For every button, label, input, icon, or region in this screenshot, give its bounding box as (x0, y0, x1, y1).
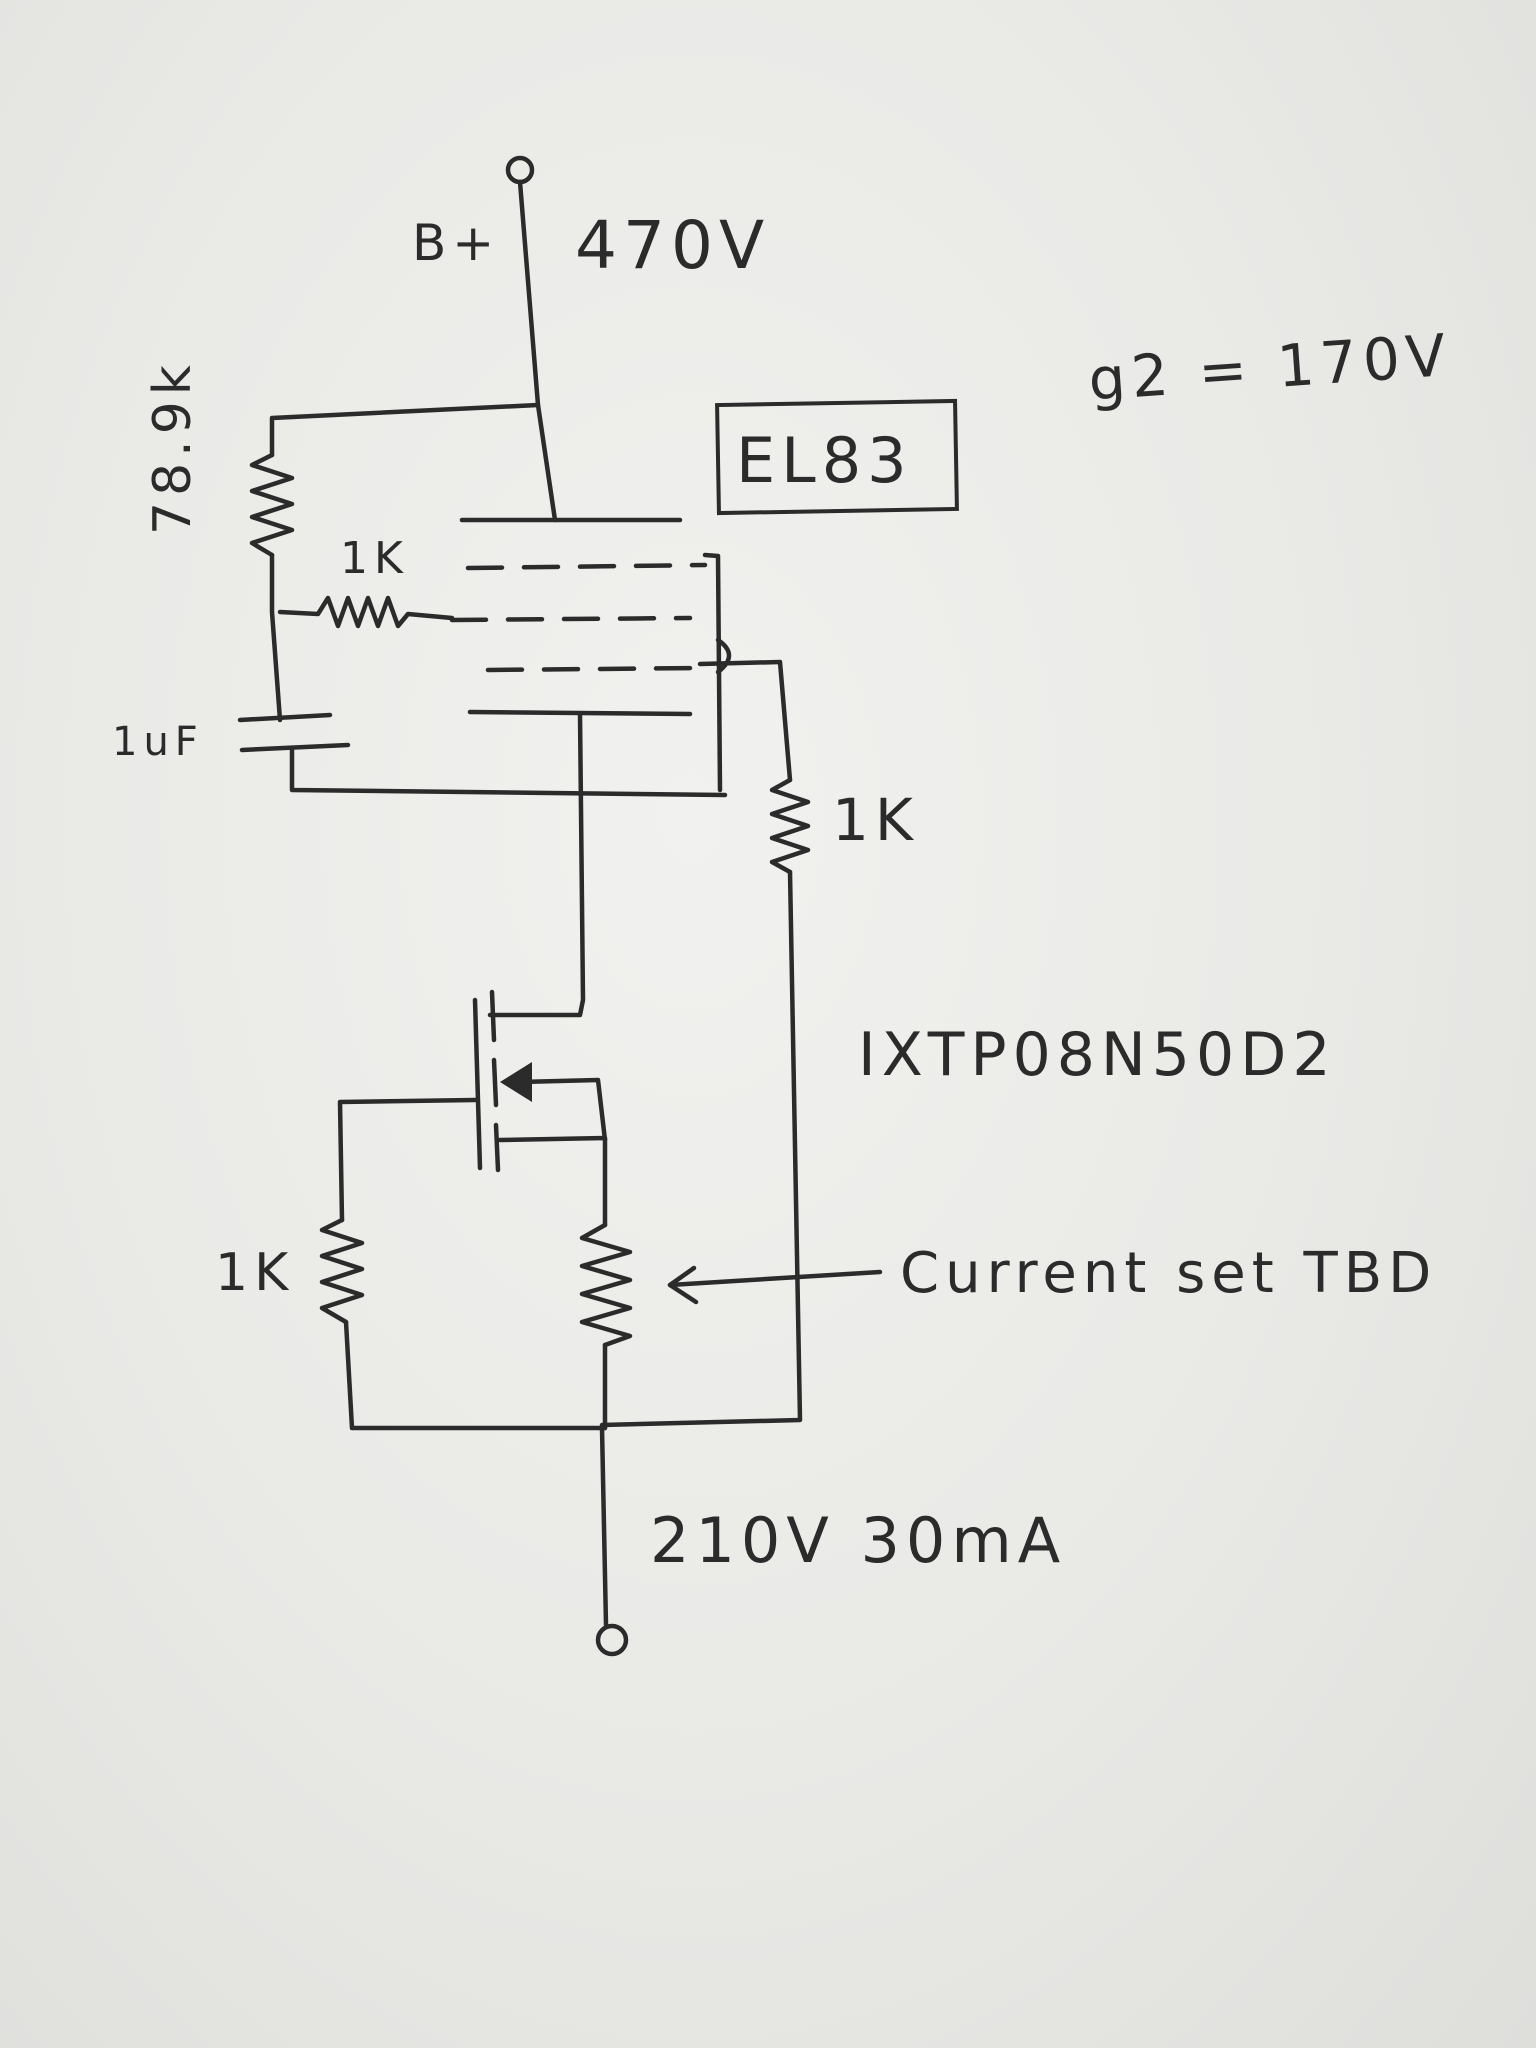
mosfet-channel-source (493, 1122, 501, 1173)
mosfet-channel-drain (489, 989, 497, 1043)
output-wire (599, 1425, 609, 1628)
tube-grid3-tie (702, 552, 723, 793)
divider-resistor-label: 78.9k (143, 359, 203, 535)
mosfet-source-wire (497, 1135, 608, 1228)
current-set-resistor (579, 1222, 633, 1348)
tube-grid2 (485, 665, 703, 673)
g2-voltage-note: g2 = 170V (1086, 321, 1453, 414)
tube-grid1 (449, 615, 693, 623)
capacitor-plate-top (237, 712, 333, 723)
divider-resistor (249, 452, 295, 558)
mosfet-arrow (500, 1062, 532, 1102)
screen-resistor-label: 1K (832, 786, 919, 854)
grid2-crossover (715, 637, 732, 675)
capacitor-plate-bottom (239, 742, 351, 753)
tube-grid3 (465, 562, 708, 571)
gate-bottom-wire (343, 1319, 608, 1431)
tube-label-box (715, 398, 959, 516)
current-set-label: Current set TBD (900, 1241, 1437, 1306)
supply-terminal (505, 155, 535, 185)
mosfet-label: IXTP08N50D2 (858, 1020, 1337, 1090)
supply-voltage: 470V (575, 207, 770, 284)
supply-rail (517, 179, 558, 523)
divider-top-wire (269, 402, 541, 458)
current-set-arrow-line (667, 1269, 883, 1288)
divider-mid-wire (269, 552, 283, 723)
output-label: 210V 30mA (650, 1504, 1066, 1577)
screen-resistor (769, 777, 811, 875)
mosfet-body-wire (517, 1077, 608, 1143)
mosfet-channel-mid (491, 1057, 499, 1108)
grid1-resistor-label: 1K (340, 533, 409, 584)
output-terminal (595, 1623, 629, 1657)
tube-label: EL83 (736, 424, 913, 497)
grid2-wire (697, 659, 793, 783)
supply-name: B+ (412, 214, 500, 272)
screen-right-wire (599, 869, 803, 1428)
mosfet-gate-plate (472, 997, 483, 1171)
current-set-arrow-head (667, 1265, 699, 1305)
capacitor-bottom-wire (289, 747, 728, 798)
gate-resistor (319, 1217, 365, 1325)
mosfet-gate-wire (337, 1097, 478, 1223)
capacitor-label: 1uF (112, 719, 204, 765)
cathode-wire (487, 711, 586, 1018)
grid1-resistor (277, 595, 455, 629)
gate-resistor-label: 1K (215, 1243, 294, 1303)
